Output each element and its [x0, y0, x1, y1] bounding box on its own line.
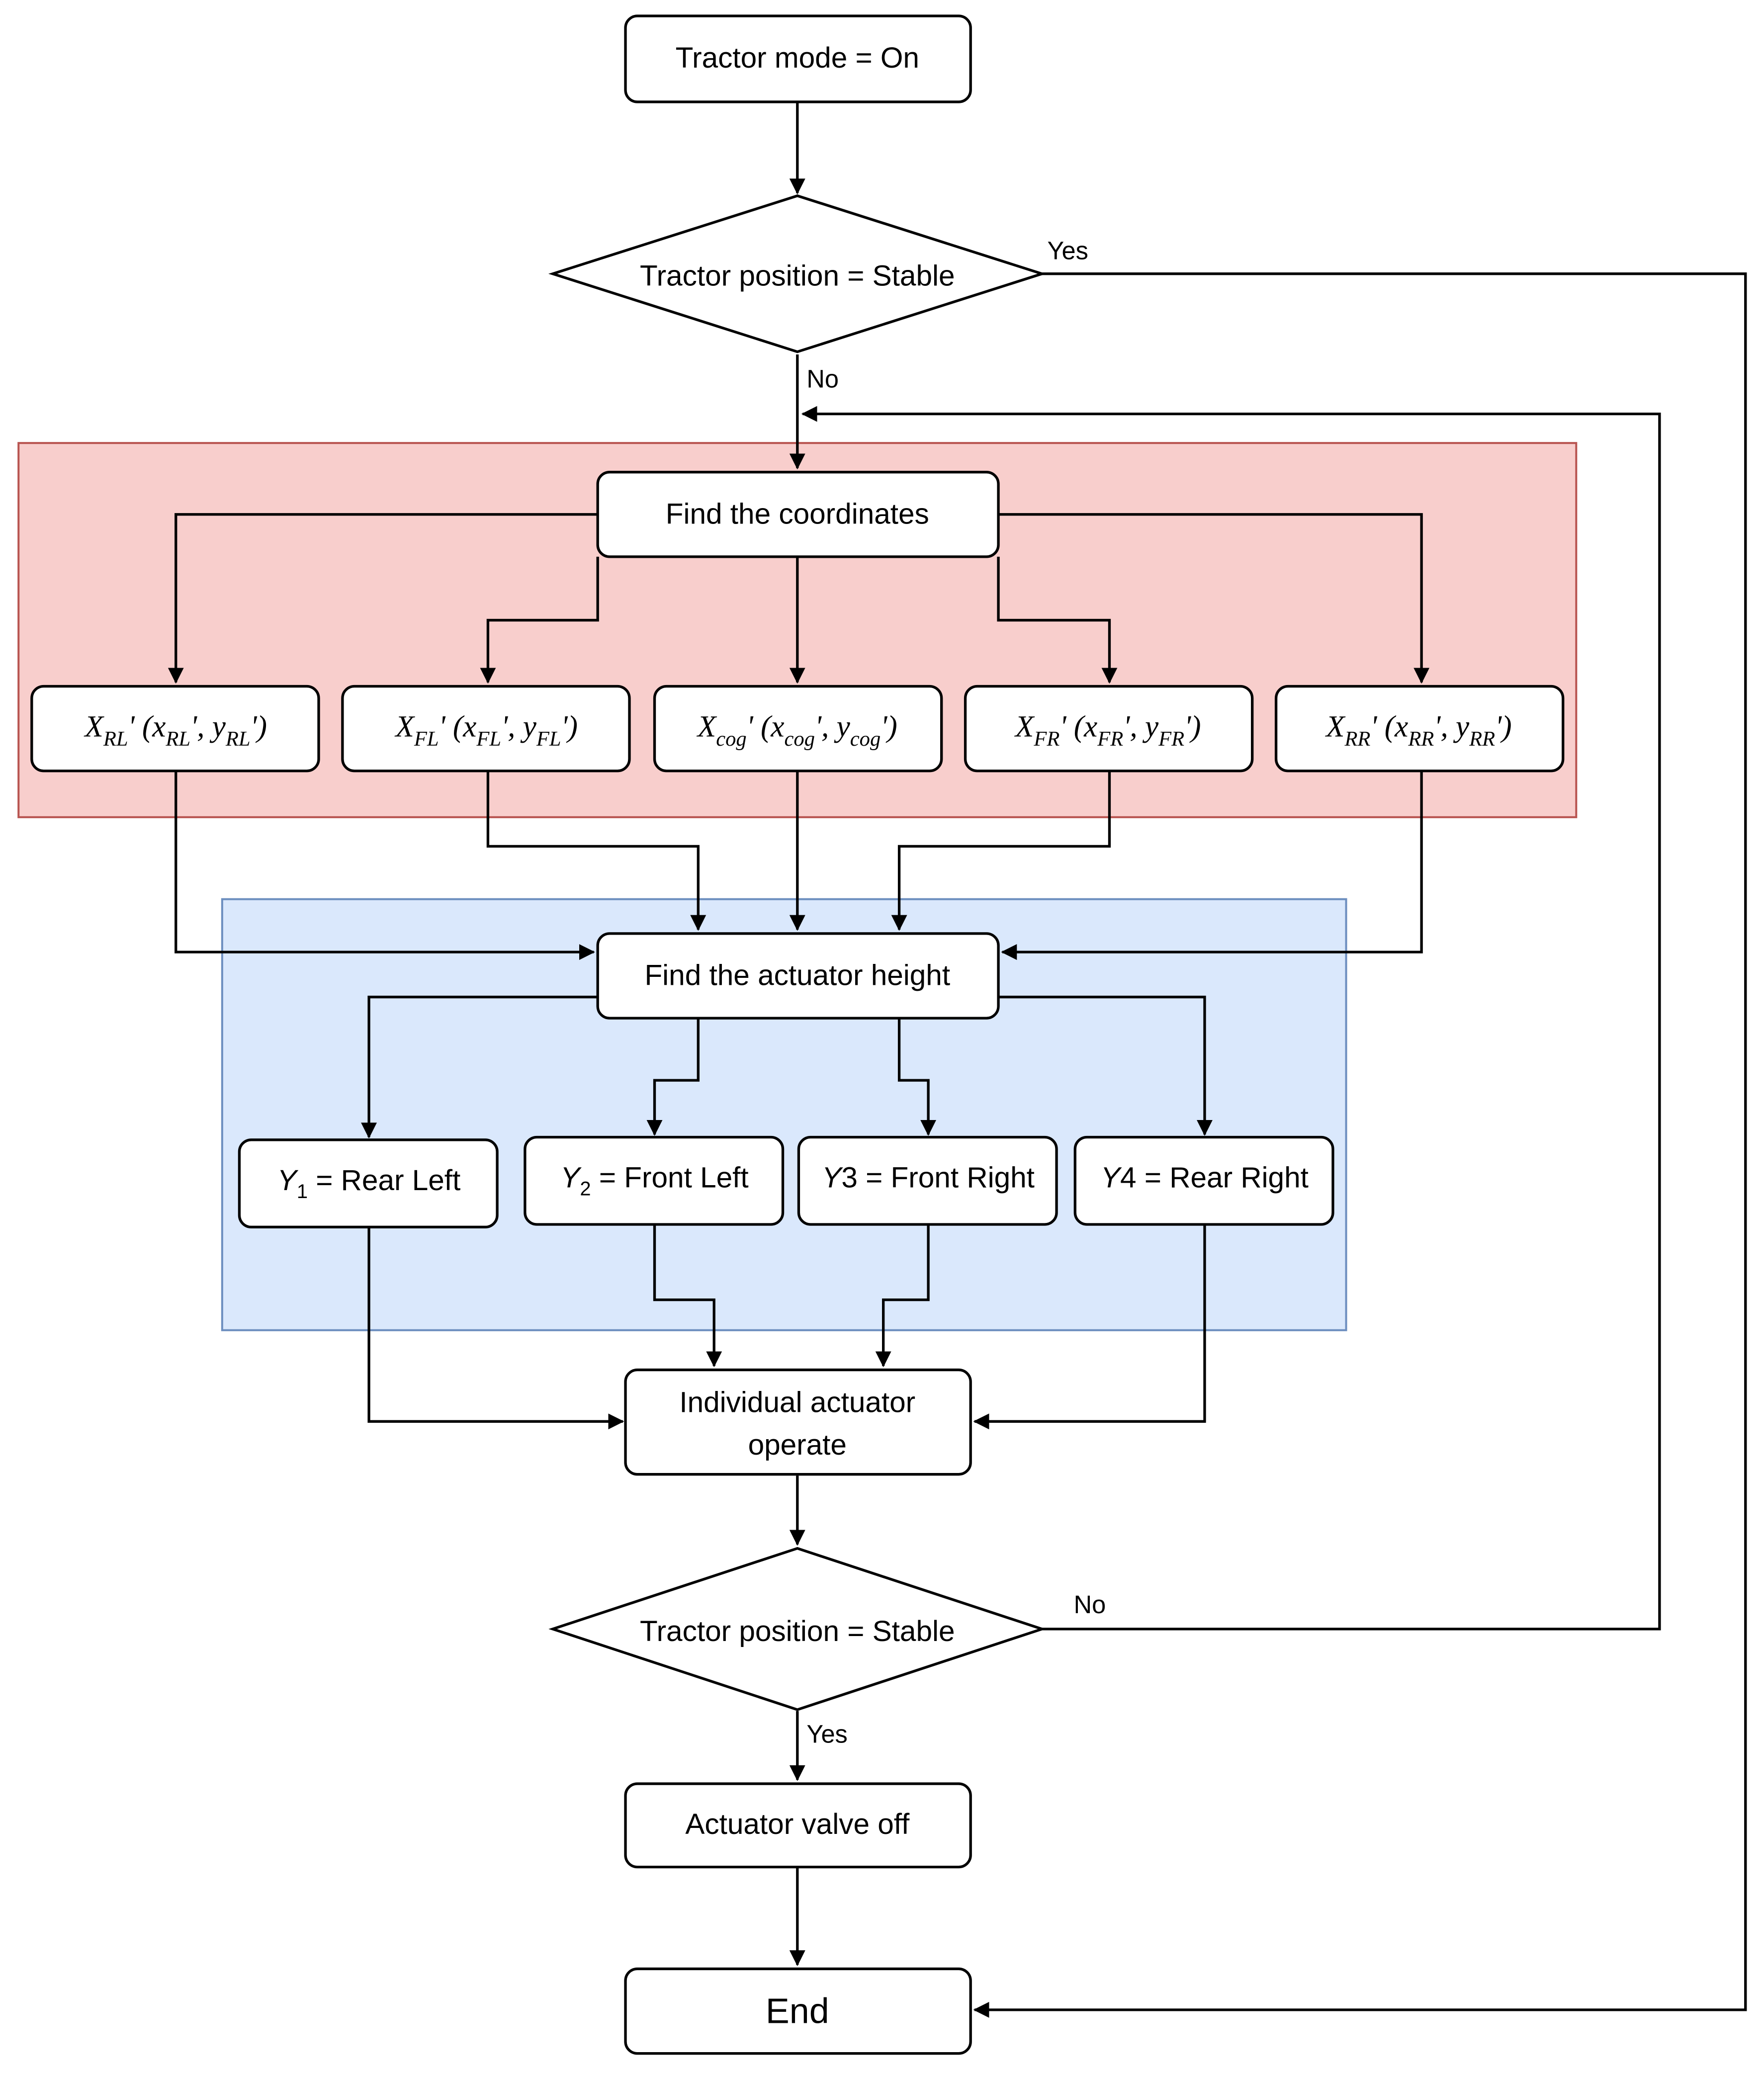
edge-fl-to-height [486, 771, 706, 931]
coord-node-fr: XFR' (xFR', yFR') [964, 685, 1254, 773]
edge-coords-to-rl [168, 513, 598, 684]
coord-node-fl: XFL' (xFL', yFL') [341, 685, 631, 773]
decision1-node: Tractor position = Stable [548, 194, 1047, 353]
actuator-node-y1: Y1 = Rear Left [238, 1138, 499, 1228]
coord-node-cog: Xcog' (xcog', ycog') [653, 685, 943, 773]
find-coordinates-label: Find the coordinates [666, 498, 929, 530]
edge-height-to-y1 [361, 995, 598, 1139]
decision1-yes-label: Yes [1047, 236, 1088, 264]
edge-decision1-yes-to-end [973, 272, 1747, 2018]
decision2-yes-label: Yes [806, 1720, 847, 1748]
coord-node-rr: XRR' (xRR', yRR') [1274, 685, 1565, 773]
edge-height-to-y3 [897, 1018, 937, 1136]
actuator-label-y2: Y2 = Front Left [560, 1162, 748, 1200]
edge-y3-to-operate [875, 1224, 930, 1368]
operate-node: Individual actuator operate [624, 1368, 972, 1476]
coord-label-fl: XFL' (xFL', yFL') [394, 710, 578, 751]
connectors [168, 101, 1747, 2018]
operate-label-line2: operate [748, 1429, 847, 1461]
valve-off-node: Actuator valve off [624, 1782, 972, 1869]
find-height-label: Find the actuator height [644, 959, 950, 992]
coord-label-fr: XFR' (xFR', yFR') [1014, 710, 1201, 751]
end-node: End [624, 1967, 972, 2055]
edge-y4-to-operate [973, 1224, 1206, 1430]
edge-decision2-no-loop [801, 406, 1661, 1631]
actuator-label-y3: Y3 = Front Right [822, 1162, 1035, 1194]
actuator-node-y3: Y3 = Front Right [797, 1135, 1058, 1226]
actuator-label-y4: Y4 = Rear Right [1101, 1162, 1309, 1194]
actuator-node-y2: Y2 = Front Left [524, 1135, 785, 1226]
coord-label-cog: Xcog' (xcog', ycog') [696, 710, 897, 751]
coord-label-rr: XRR' (xRR', yRR') [1324, 710, 1511, 751]
valve-off-label: Actuator valve off [685, 1808, 910, 1840]
actuator-node-y4: Y4 = Rear Right [1073, 1135, 1334, 1226]
decision2-no-label: No [1074, 1590, 1106, 1619]
edge-y2-to-operate [653, 1224, 722, 1368]
edge-height-to-y4 [998, 995, 1213, 1136]
actuator-label-y1: Y1 = Rear Left [277, 1164, 461, 1203]
operate-label-line1: Individual actuator [679, 1386, 915, 1419]
coord-node-rl: XRL' (xRL', yRL') [30, 685, 320, 773]
edge-rl-to-height [175, 771, 595, 960]
end-label: End [766, 1991, 829, 2031]
decision1-label: Tractor position = Stable [640, 260, 955, 292]
edge-coords-to-fl [480, 556, 599, 684]
start-node: Tractor mode = On [624, 14, 972, 103]
find-height-node: Find the actuator height [596, 932, 1000, 1020]
find-coordinates-node: Find the coordinates [596, 471, 1000, 558]
decision2-node: Tractor position = Stable [548, 1547, 1047, 1711]
edge-coords-to-fr [997, 556, 1118, 684]
decision1-no-label: No [806, 364, 839, 393]
decision2-label: Tractor position = Stable [640, 1615, 955, 1647]
edge-coords-to-rr [998, 513, 1430, 684]
start-label: Tractor mode = On [676, 42, 919, 74]
edge-y1-to-operate [367, 1227, 624, 1430]
coord-label-rl: XRL' (xRL', yRL') [83, 710, 266, 751]
edge-fr-to-height [891, 771, 1111, 931]
edge-height-to-y2 [646, 1018, 700, 1136]
edge-rr-to-height [1001, 771, 1423, 960]
